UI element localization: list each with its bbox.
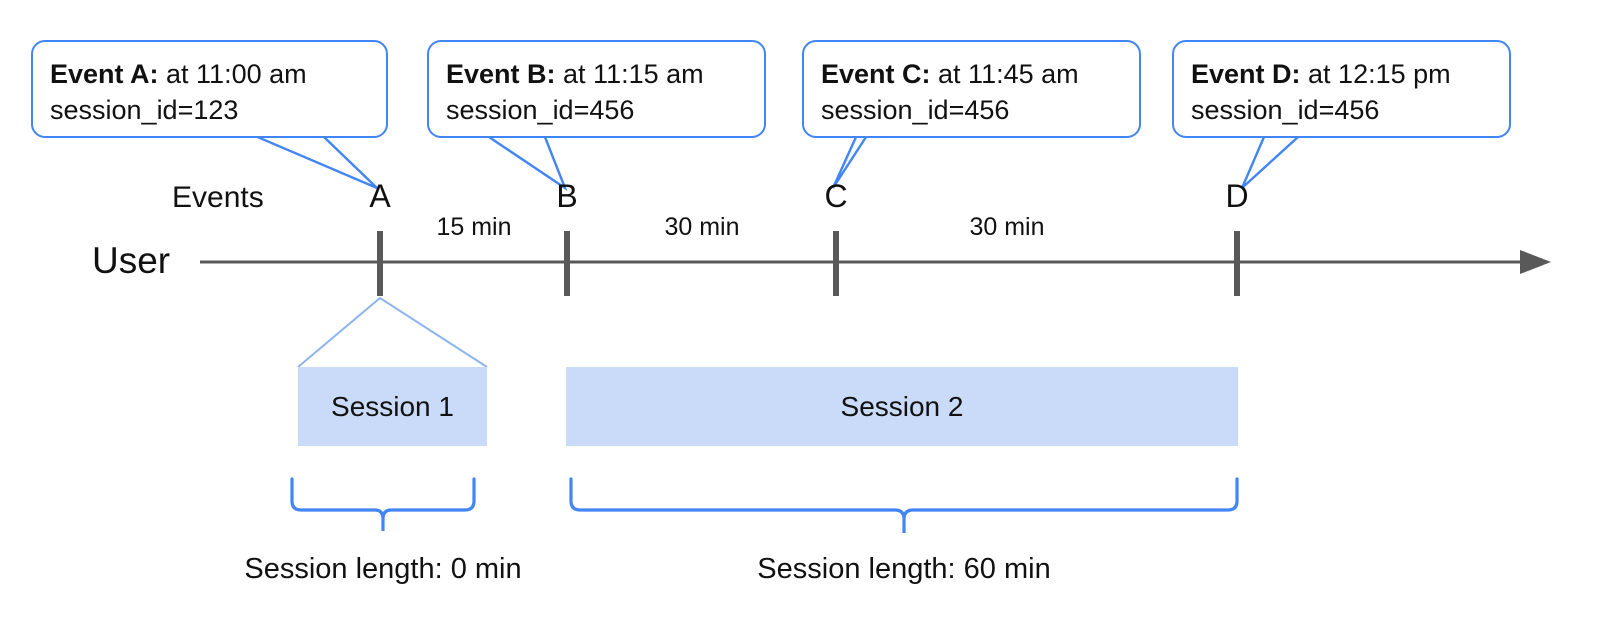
session2-bracket	[569, 477, 1239, 533]
session-length-label-1: Session length: 0 min	[244, 553, 522, 585]
callout-event-d: Event D: at 12:15 pm session_id=456	[1172, 40, 1511, 138]
event-letter-d: D	[1225, 178, 1249, 214]
session1-tent-connector	[297, 296, 488, 368]
timeline-axis	[200, 250, 1551, 274]
callout-d-event-label: Event D:	[1191, 59, 1301, 89]
callout-c-session-id: session_id=456	[821, 95, 1010, 126]
callout-event-b: Event B: at 11:15 am session_id=456	[427, 40, 766, 138]
callout-c-event-label: Event C:	[821, 59, 931, 89]
callout-a-session-id: session_id=123	[50, 95, 239, 126]
session1-bracket	[290, 477, 476, 531]
event-letter-c: C	[824, 178, 848, 214]
session-box-1-label: Session 1	[331, 390, 454, 422]
callout-b-session-id: session_id=456	[446, 95, 635, 126]
callout-c-time: at 11:45 am	[930, 59, 1079, 89]
events-row-label: Events	[172, 181, 264, 214]
session-length-label-2: Session length: 60 min	[757, 553, 1051, 585]
event-letter-a: A	[369, 178, 391, 214]
callout-d-session-id: session_id=456	[1191, 95, 1380, 126]
session-box-2-label: Session 2	[840, 390, 964, 422]
session-box-1: Session 1	[298, 367, 487, 446]
session-box-2: Session 2	[566, 367, 1238, 446]
callout-b-event-label: Event B:	[446, 59, 556, 89]
callout-event-c: Event C: at 11:45 am session_id=456	[802, 40, 1141, 138]
user-axis-label: User	[92, 240, 171, 281]
gap-label-a-b: 15 min	[436, 213, 512, 241]
event-letter-b: B	[556, 178, 578, 214]
callout-b-time: at 11:15 am	[555, 59, 704, 89]
callout-d-time: at 12:15 pm	[1300, 59, 1451, 89]
callout-event-a: Event A: at 11:00 am session_id=123	[31, 40, 388, 138]
gap-label-b-c: 30 min	[664, 213, 740, 241]
callout-a-time: at 11:00 am	[158, 59, 307, 89]
session-brackets	[290, 477, 1239, 533]
gap-label-c-d: 30 min	[969, 213, 1045, 241]
callout-a-event-label: Event A:	[50, 59, 159, 89]
